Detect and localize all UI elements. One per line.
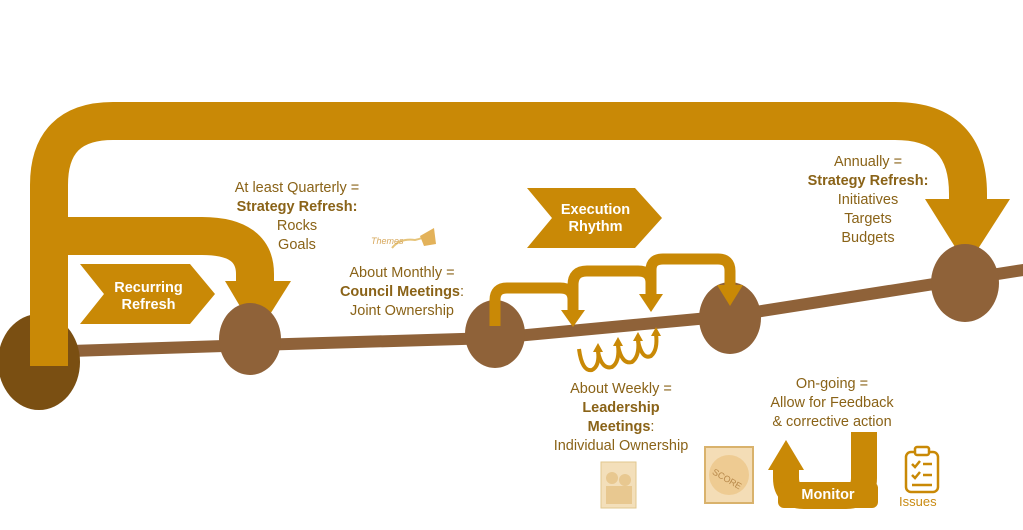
monthly-node xyxy=(465,300,525,368)
small-loop-arrowhead-1 xyxy=(593,343,603,352)
recurring-line1: Recurring xyxy=(114,280,183,296)
issues-text: Issues xyxy=(899,494,937,509)
weekly-line1: About Weekly = xyxy=(570,381,672,397)
execution-loop-arrows xyxy=(489,253,736,326)
small-loop-arrowhead-4 xyxy=(651,327,661,336)
monitor-label: Monitor xyxy=(801,487,855,503)
score-icon xyxy=(704,446,754,504)
themes-text: Themes xyxy=(371,236,404,246)
quarterly-line1: At least Quarterly = xyxy=(234,180,360,196)
small-loop-arrowhead-3 xyxy=(633,332,643,341)
quarterly-line4: Goals xyxy=(278,237,316,253)
loop-arrowhead-2 xyxy=(639,294,663,312)
annual-arrow xyxy=(30,102,987,366)
monthly-line3: Joint Ownership xyxy=(350,303,454,319)
execution-rhythm-text: Execution Rhythm xyxy=(548,202,643,236)
monthly-label: About Monthly = Council Meetings: Joint … xyxy=(327,264,477,321)
annually-label: Annually = Strategy Refresh: Initiatives… xyxy=(793,153,943,248)
weekly-bold1: Leadership xyxy=(582,400,660,416)
weekly-small-loops xyxy=(577,333,659,373)
quarterly-bold: Strategy Refresh: xyxy=(236,199,358,215)
quarterly-line3: Rocks xyxy=(276,218,318,234)
recurring-line2: Refresh xyxy=(121,297,176,313)
weekly-node xyxy=(699,282,761,354)
weekly-bold2: Meetings xyxy=(587,419,651,435)
annually-bold: Strategy Refresh: xyxy=(807,173,929,189)
weekly-line4: Individual Ownership xyxy=(553,438,689,454)
annually-line5: Budgets xyxy=(841,230,895,246)
ongoing-label: On-going = Allow for Feedback & correcti… xyxy=(757,375,907,432)
loop-arrowhead-1 xyxy=(561,310,585,327)
ongoing-line1: On-going = xyxy=(795,376,869,392)
quarterly-node xyxy=(219,303,281,375)
small-loop-arrowhead-2 xyxy=(613,337,623,346)
quarterly-arrow xyxy=(68,217,274,283)
annually-line3: Initiatives xyxy=(837,192,899,208)
quarterly-label: At least Quarterly = Strategy Refresh: R… xyxy=(216,179,378,255)
ongoing-line3: & corrective action xyxy=(772,414,892,430)
weekly-suffix: : xyxy=(650,419,655,435)
recurring-refresh-text: Recurring Refresh xyxy=(101,280,196,314)
monitor-u-bottom xyxy=(778,482,878,508)
ongoing-line2: Allow for Feedback xyxy=(770,395,894,411)
annual-arrowhead xyxy=(925,199,1010,266)
weekly-label: About Weekly = Leadership Meetings: Indi… xyxy=(543,380,699,456)
recurring-refresh-chevron xyxy=(80,264,215,324)
monitor-arrowhead xyxy=(768,440,804,470)
execution-line2: Rhythm xyxy=(568,219,623,235)
annual-node xyxy=(931,244,999,322)
monthly-suffix: : xyxy=(460,284,465,300)
monthly-line1: About Monthly = xyxy=(349,265,455,281)
loop-arrowhead-3 xyxy=(717,285,743,306)
clipboard-icon xyxy=(904,445,940,494)
annually-line1: Annually = xyxy=(833,154,903,170)
themes-icon xyxy=(391,228,436,249)
annually-line4: Targets xyxy=(844,211,892,227)
annual-arrow-base xyxy=(30,300,68,366)
people-photo-icon xyxy=(600,461,637,509)
execution-line1: Execution xyxy=(560,202,631,218)
execution-rhythm-chevron xyxy=(527,188,662,248)
monthly-bold: Council Meetings xyxy=(339,284,460,300)
